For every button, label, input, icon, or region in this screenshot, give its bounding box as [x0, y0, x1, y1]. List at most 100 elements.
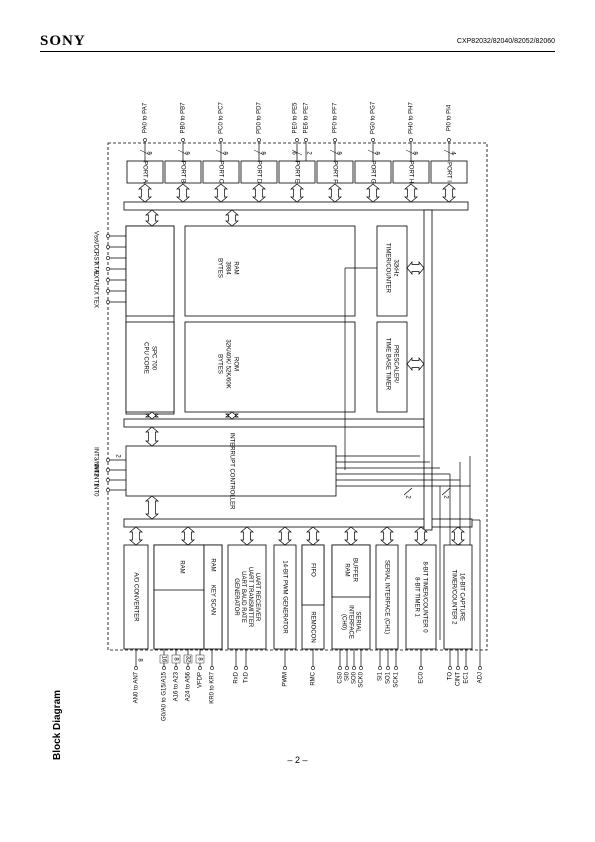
fdp-pin-label: A16 to A23	[174, 671, 180, 701]
bus-slash	[405, 149, 417, 156]
pin-terminal	[338, 666, 342, 670]
clock-bus-arrow	[145, 209, 159, 227]
timer32k-label: 32kHz	[392, 259, 398, 276]
bus-slash	[215, 149, 227, 156]
pin-terminal	[106, 234, 110, 238]
bus-width: 32	[184, 656, 190, 663]
pin-terminal	[106, 245, 110, 249]
port-label: PORT C	[217, 161, 223, 184]
prescaler-bus-arrow	[406, 357, 425, 371]
fdp-ram-label: RAM	[178, 560, 184, 573]
clock-pin-label: Vss	[92, 231, 98, 241]
pin-terminal	[219, 138, 223, 142]
bus-width: 8	[172, 657, 178, 661]
port-pin-label: PG0 to PG7	[371, 101, 377, 134]
int-pin-label: INT0	[92, 483, 98, 497]
bus-width: 8	[136, 658, 142, 662]
interrupt-controller-block	[125, 445, 337, 497]
port-pin-label: PF0 to PF7	[333, 102, 339, 133]
port-bus-arrow	[442, 183, 456, 203]
pin-terminal	[186, 666, 190, 670]
serial1-pin-label: SO1	[386, 671, 392, 684]
bus-slash	[253, 149, 265, 156]
pin-terminal	[106, 300, 110, 304]
bus-width-box	[171, 654, 181, 664]
pin-terminal	[283, 666, 287, 670]
pin-terminal	[448, 666, 452, 670]
pin-terminal	[143, 138, 147, 142]
timer8-bus-arrow	[414, 526, 428, 546]
port-bus-arrow	[328, 183, 342, 203]
bus-width: 2	[404, 495, 410, 499]
timer16-block	[443, 544, 473, 650]
serial1-bus-arrow	[380, 526, 394, 546]
port-label: PORT F	[331, 161, 337, 183]
uart-label: UART BAUD RATE	[240, 571, 246, 623]
pin-terminal	[386, 666, 390, 670]
pin-terminal	[134, 666, 138, 670]
clock-pin-label: TEX	[92, 296, 98, 308]
timer32k-block	[376, 225, 408, 317]
internal-bus-mid	[123, 418, 425, 428]
fifo-box	[301, 544, 325, 606]
ram-bus-arrow	[225, 209, 239, 227]
ram-label: RAM	[232, 261, 238, 274]
bus-slash	[367, 149, 379, 156]
port-pin-label: PE6 to PE7	[304, 102, 310, 134]
bus-width: 6	[290, 151, 296, 155]
bus-slash	[139, 149, 151, 156]
page-number: – 2 –	[287, 755, 308, 765]
pin-terminal	[447, 138, 451, 142]
buffer-label: BUFFER	[351, 558, 357, 583]
port-label: PORT A	[141, 161, 147, 183]
cpu-core-block	[125, 321, 175, 413]
bus-slash	[329, 149, 341, 156]
prescaler-label: TIME BASE TIMER	[384, 338, 390, 391]
uart-label: GENERATOR	[233, 578, 239, 616]
port-bus-arrow	[404, 183, 418, 203]
clock-pin-label: VDD	[92, 241, 98, 254]
pin-terminal	[106, 267, 110, 271]
bus-slash	[441, 487, 451, 496]
serial0-pin-label: SCK0	[359, 671, 365, 687]
prescaler-label: PRESCALER/	[392, 345, 398, 383]
pin-terminal	[394, 666, 398, 670]
header-rule	[40, 51, 555, 52]
rom-label: ROM	[232, 357, 238, 371]
pin-terminal	[106, 458, 110, 462]
bus-width: 2	[305, 151, 311, 155]
rom-bus-arrow	[225, 411, 239, 420]
bus-width: 8	[411, 151, 417, 155]
pin-terminal	[359, 666, 363, 670]
timer16-bus-arrow	[451, 526, 465, 546]
pin-terminal	[198, 666, 202, 670]
pin-terminal	[371, 138, 375, 142]
pin-terminal	[478, 666, 482, 670]
pin-terminal	[456, 666, 460, 670]
timer8-label: 8-BIT TIMER 1	[413, 577, 419, 617]
port-label: PORT I	[445, 162, 451, 182]
pin-terminal	[257, 138, 261, 142]
port-label: PORT H	[407, 161, 413, 183]
timer16-pin-label: TO	[448, 672, 454, 681]
timer8-label: 8-BIT TIMER/COUNTER 0	[421, 561, 427, 633]
timer16-pin-label: CINT	[456, 672, 462, 686]
internal-bus-low	[123, 518, 473, 528]
interrupt-bus-arrow	[145, 426, 159, 447]
uart-pin-label: RxD	[234, 671, 240, 683]
part-numbers: CXP82032/82040/82052/82060	[456, 38, 555, 45]
port-pin-label: PH0 to PH7	[409, 101, 415, 133]
port-pin-label: PD0 to PD7	[257, 101, 263, 133]
pin-terminal	[162, 666, 166, 670]
bus-slash	[443, 149, 455, 156]
bus-width: 2	[442, 495, 448, 499]
port-pin-label: PA0 to PA7	[143, 102, 149, 133]
int-pin-label: INT2	[92, 463, 98, 477]
adc-block	[123, 544, 149, 650]
port-label: PORT D	[255, 161, 261, 184]
fdp-bus-arrow	[181, 526, 195, 546]
fdp-pin-label: VFDP	[198, 672, 204, 688]
rom-label: 32K/40K/ 52K/60K	[224, 339, 230, 388]
cpu-core-label: CPU CORE	[142, 342, 148, 374]
